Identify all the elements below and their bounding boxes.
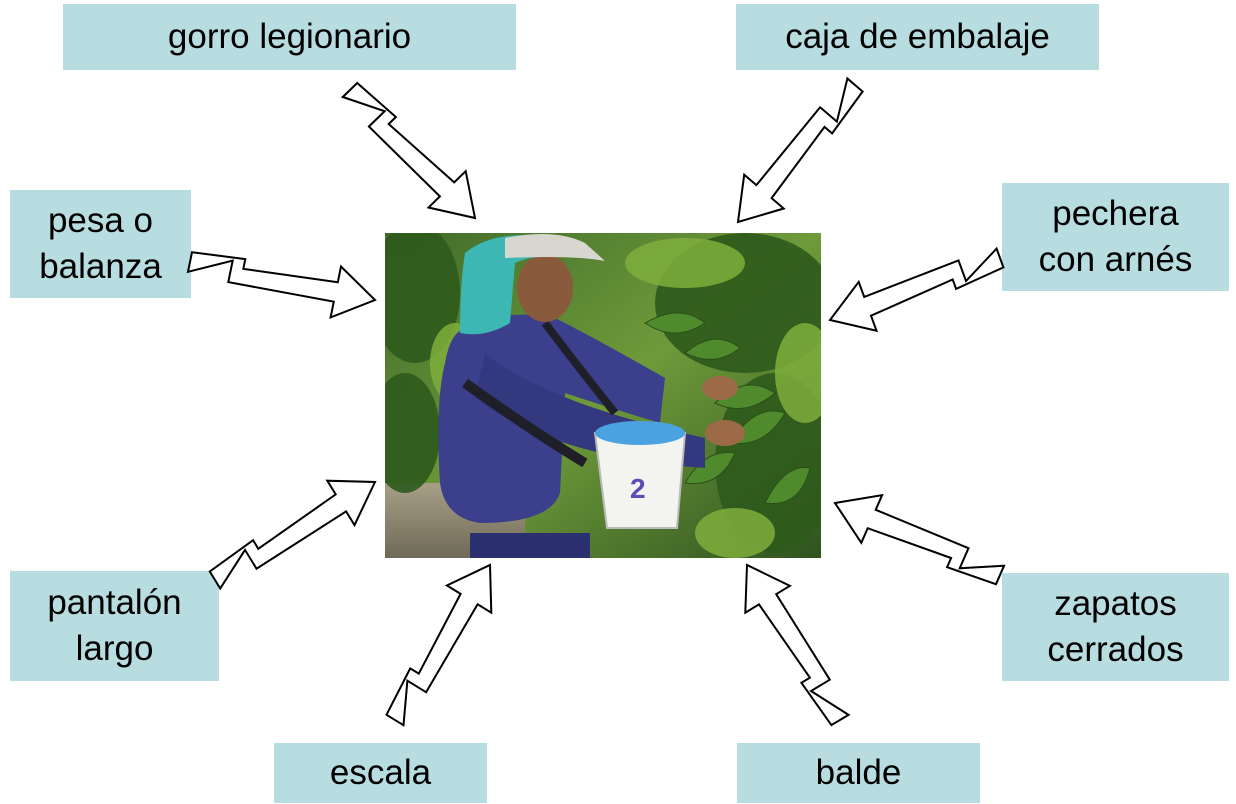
- arrow-balde: [744, 563, 851, 727]
- worker-photo: 2: [385, 233, 821, 558]
- arrow-escala: [385, 563, 493, 727]
- label-pesa-o-balanza: pesa o balanza: [10, 190, 191, 298]
- label-zapatos-cerrados: zapatos cerrados: [1002, 573, 1229, 681]
- arrow-gorro: [340, 81, 477, 220]
- label-escala: escala: [274, 743, 487, 803]
- label-caja-de-embalaje: caja de embalaje: [736, 4, 1099, 70]
- arrow-pantalon: [208, 479, 377, 591]
- arrow-pechera: [828, 246, 1005, 333]
- arrow-pesa: [186, 251, 377, 320]
- arrow-zapatos: [833, 493, 1006, 586]
- arrow-caja: [736, 76, 864, 224]
- label-pantalon-largo: pantalón largo: [10, 571, 219, 681]
- label-gorro-legionario: gorro legionario: [63, 4, 516, 70]
- label-balde: balde: [737, 743, 980, 803]
- bucket-number: 2: [630, 473, 646, 504]
- label-pechera-con-arnes: pechera con arnés: [1002, 183, 1229, 291]
